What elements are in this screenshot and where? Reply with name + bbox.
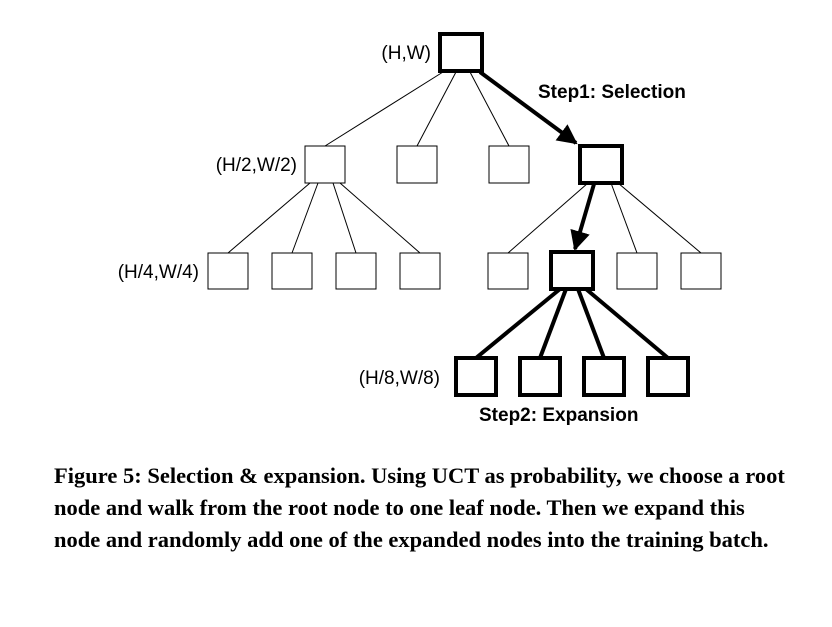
edge-root-l2-3 bbox=[469, 71, 510, 147]
edge-l2s-l3-1 bbox=[507, 182, 589, 254]
level-label-3: (H/4,W/4) bbox=[118, 262, 199, 283]
figure-caption: Figure 5: Selection & expansion. Using U… bbox=[54, 463, 785, 552]
level2-node-selected bbox=[578, 144, 624, 185]
tree-nodes bbox=[207, 32, 722, 397]
edge-root-l2-1 bbox=[324, 71, 444, 147]
tree-edges bbox=[227, 71, 702, 254]
level2-node-3 bbox=[488, 145, 530, 184]
edge-root-l2-2 bbox=[416, 71, 457, 147]
selection-arrow-2 bbox=[570, 183, 596, 251]
expansion-edges bbox=[474, 287, 670, 360]
expansion-edge-2 bbox=[538, 288, 568, 359]
tree-diagram: (H,W) (H/2,W/2) (H/4,W/4) (H/8,W/8) Step… bbox=[118, 32, 722, 426]
edge-l2-l3-1 bbox=[227, 182, 311, 254]
step-selection-label: Step1: Selection bbox=[538, 82, 686, 103]
level3-node-5 bbox=[487, 252, 529, 290]
level2-node-2 bbox=[396, 145, 438, 184]
root-node bbox=[438, 32, 484, 73]
edge-l2-l3-2 bbox=[291, 182, 319, 254]
step-expansion-label: Step2: Expansion bbox=[479, 405, 638, 426]
edge-l2-l3-4 bbox=[339, 182, 421, 254]
level3-node-2 bbox=[271, 252, 313, 290]
edge-l2-l3-3 bbox=[332, 182, 357, 254]
expansion-edge-1 bbox=[474, 287, 562, 360]
level3-node-4 bbox=[399, 252, 441, 290]
level4-node-2 bbox=[518, 356, 562, 397]
level-label-4: (H/8,W/8) bbox=[359, 368, 440, 389]
level2-node-1 bbox=[304, 145, 346, 184]
expansion-edge-4 bbox=[584, 287, 670, 360]
level-label-2: (H/2,W/2) bbox=[216, 155, 297, 176]
selection-path bbox=[478, 70, 596, 251]
level4-node-1 bbox=[454, 356, 498, 397]
level-label-root: (H,W) bbox=[381, 43, 431, 64]
level3-node-3 bbox=[335, 252, 377, 290]
level4-node-4 bbox=[646, 356, 690, 397]
selection-arrow-1 bbox=[478, 70, 578, 145]
edge-l2s-l3-3 bbox=[617, 182, 702, 254]
level3-node-8 bbox=[680, 252, 722, 290]
expansion-edge-3 bbox=[576, 288, 606, 359]
level3-node-7 bbox=[616, 252, 658, 290]
level3-node-selected bbox=[549, 250, 595, 291]
level3-node-1 bbox=[207, 252, 249, 290]
edge-l2s-l3-2 bbox=[610, 182, 638, 254]
level4-node-3 bbox=[582, 356, 626, 397]
